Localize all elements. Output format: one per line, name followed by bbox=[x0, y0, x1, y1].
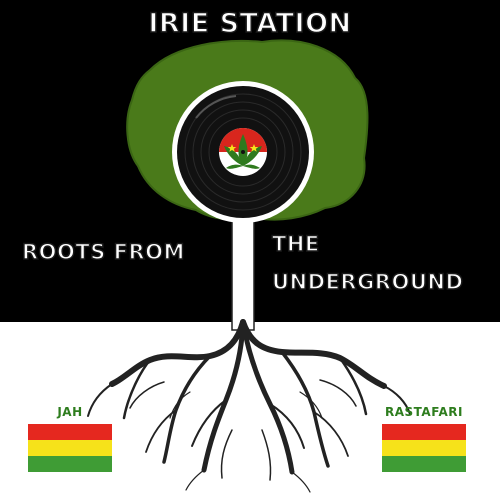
station-title: IRIE STATION bbox=[148, 7, 352, 40]
rasta-flag-left bbox=[28, 424, 112, 472]
vinyl-record-icon bbox=[172, 81, 314, 223]
flag-stripe-red bbox=[382, 424, 466, 440]
flag-stripe-yellow bbox=[382, 440, 466, 456]
tagline-right-line1: THE bbox=[271, 231, 320, 257]
flag-left-label: JAH bbox=[57, 405, 83, 419]
flag-stripe-yellow bbox=[28, 440, 112, 456]
rasta-flag-right bbox=[382, 424, 466, 472]
tree-roots bbox=[87, 319, 411, 493]
cannabis-leaf-icon bbox=[219, 128, 267, 176]
tree-trunk bbox=[231, 211, 255, 331]
flag-right-label: RASTAFARI bbox=[384, 405, 464, 419]
flag-stripe-red bbox=[28, 424, 112, 440]
flag-stripe-green bbox=[382, 456, 466, 472]
flag-stripe-green bbox=[28, 456, 112, 472]
tagline-right-line2: UNDERGROUND bbox=[271, 269, 464, 295]
tagline-left: ROOTS FROM bbox=[21, 239, 185, 265]
